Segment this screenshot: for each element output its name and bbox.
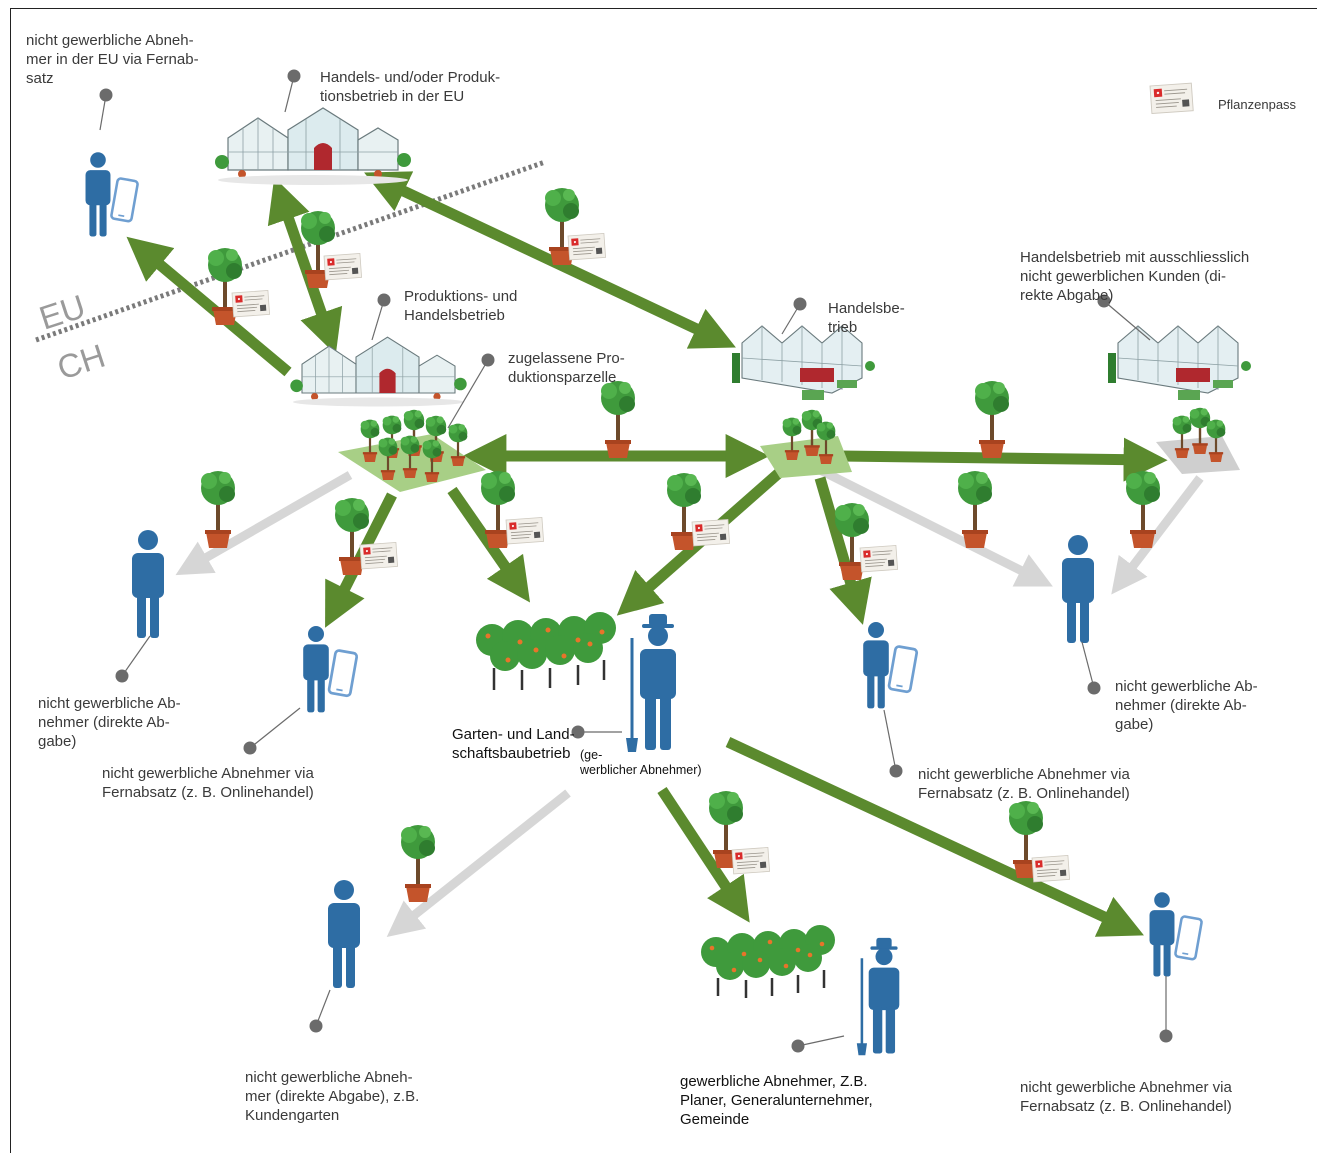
arrow-landscaper-to-remote-right [725, 737, 1144, 937]
label-trade-business: Handelsbe- trieb [828, 300, 905, 336]
label-landscaper-note: (ge- werblicher Abnehmer) [580, 748, 702, 777]
label-direct-buyer-left: nicht gewerbliche Ab- nehmer (direkte Ab… [38, 695, 181, 750]
label-landscaper-line1: Garten- und Land- [452, 726, 575, 743]
person-icon-direct-left [132, 530, 164, 638]
label-direct-buyer-right: nicht gewerbliche Ab- nehmer (direkte Ab… [1115, 678, 1258, 733]
greenhouse-icon-ch [289, 336, 468, 408]
arrow-eu-to-trade [364, 171, 736, 349]
label-plant-passport: Pflanzenpass [1218, 97, 1297, 112]
label-remote-buyer-right: nicht gewerbliche Abnehmer via Fernabsat… [1020, 1079, 1232, 1115]
person-with-phone-icon-left [303, 626, 329, 713]
greenhouse-icon-trade [731, 325, 876, 401]
gardener-icon-commercial [855, 936, 901, 1057]
label-garden-buyer: nicht gewerbliche Abneh- mer (direkte Ab… [245, 1069, 420, 1124]
green-arrows [126, 171, 1168, 937]
person-with-phone-icon-right [1149, 892, 1175, 977]
arrow-trade-to-retail [839, 437, 1168, 482]
label-landscaper-line2: schaftsbaubetrieb [452, 745, 571, 762]
label-production-trade: Produktions- und Handelsbetrieb [404, 288, 518, 324]
arrow-trade-to-direct-buyer [817, 465, 1053, 587]
grey-arrows [175, 465, 1204, 937]
region-eu: EU [35, 287, 90, 336]
person-icon-direct-right [1062, 535, 1094, 643]
person-with-phone-icon-mid [863, 622, 889, 709]
label-remote-buyer-mid: nicht gewerbliche Abnehmer via Fernabsat… [918, 766, 1130, 802]
greenhouse-icon-eu [214, 107, 412, 186]
arrow-trade-to-remote-mid [814, 476, 872, 625]
arrow-landscaper-to-garden [386, 789, 571, 937]
parcel-icon-trade [760, 436, 852, 478]
arrow-plot-to-direct-buyer [175, 471, 353, 576]
plant-passport-icon [1149, 82, 1194, 115]
label-approved-plot: zugelassene Pro- duktionsparzelle [508, 350, 625, 386]
orchard-icon-commercial [701, 925, 835, 998]
parcel-icon-plot [338, 434, 486, 492]
orchard-icon-landscaper [476, 612, 616, 690]
arrow-retail-to-direct-buyer [1111, 475, 1204, 595]
potted-tree-cluster-trade [782, 409, 836, 464]
potted-tree-cluster-retail [1172, 407, 1226, 462]
arrow-plot-to-landscaper [447, 486, 531, 603]
person-with-phone-icon-eu [85, 152, 111, 237]
label-eu-business: Handels- und/oder Produk- tionsbetrieb i… [320, 69, 501, 105]
person-icon-garden [328, 880, 360, 988]
greenhouse-icon-retail [1107, 325, 1252, 401]
label-remote-buyer-left: nicht gewerbliche Abnehmer via Fernabsat… [102, 765, 314, 801]
gardener-icon-landscaper [624, 612, 678, 754]
label-eu-remote-buyer: nicht gewerbliche Abneh- mer in der EU v… [26, 32, 199, 87]
arrow-eu-ch-exchange [267, 177, 343, 355]
label-retail-exclusive: Handelsbetrieb mit ausschliesslich nicht… [1020, 249, 1250, 304]
diagram-frame [10, 8, 1317, 1153]
arrow-landscaper-to-commercial [657, 786, 750, 923]
region-ch: CH [53, 337, 110, 387]
label-commercial-buyer: gewerbliche Abnehmer, Z.B. Planer, Gener… [680, 1073, 873, 1128]
parcel-icon-retail [1156, 436, 1240, 474]
